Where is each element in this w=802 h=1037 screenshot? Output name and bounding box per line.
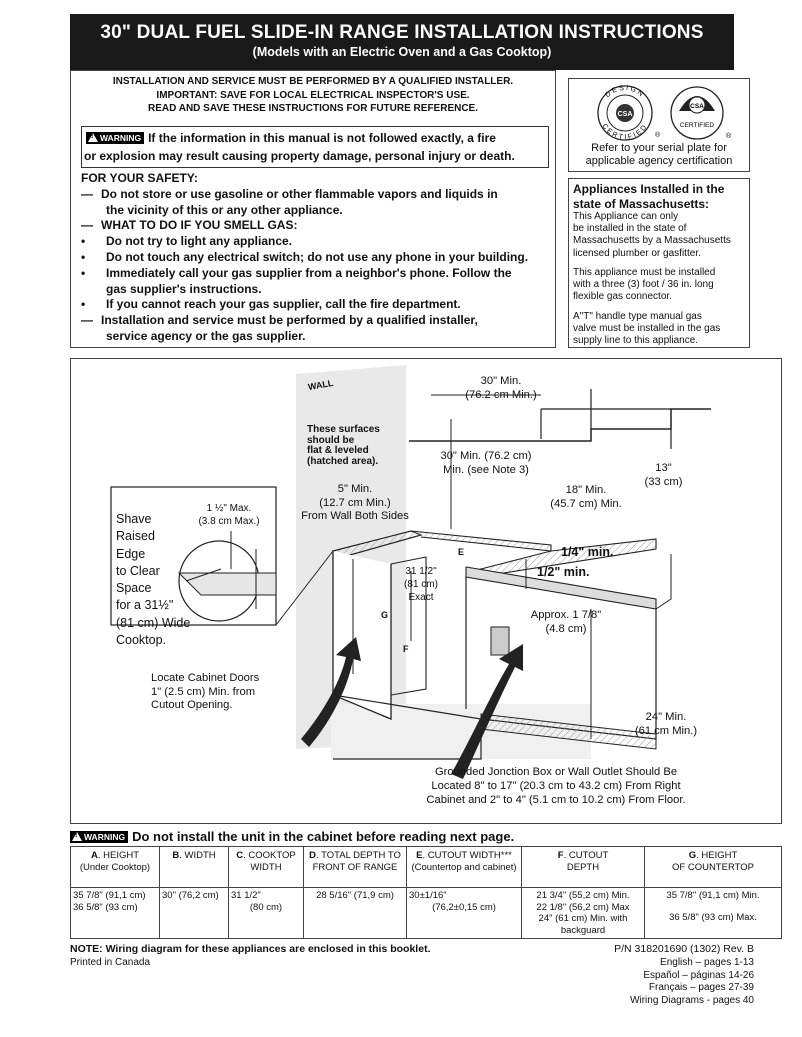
upper-cabinet-outline <box>409 408 711 442</box>
massachusetts-box: Appliances Installed in the state of Mas… <box>568 178 750 348</box>
certification-caption: Refer to your serial plate for applicabl… <box>585 142 733 167</box>
seal2-registered: ® <box>726 132 732 140</box>
safety-item: —Installation and service must be perfor… <box>81 313 478 328</box>
warning-tag: WARNING <box>86 132 145 144</box>
table-cell: 35 7/8" (91,1 cm) Min.36 5/8" (93 cm) Ma… <box>644 887 782 939</box>
seal2-text: CERTIFIED <box>680 122 714 129</box>
title-banner: 30" DUAL FUEL SLIDE-IN RANGE INSTALLATIO… <box>70 14 734 70</box>
certification-seals: DESIGN CERTIFIED CSA ® CSA CERTIFIED ® <box>597 85 732 141</box>
table-cell: 35 7/8" (91,1 cm)36 5/8" (93 cm) <box>70 887 160 939</box>
certification-box: DESIGN CERTIFIED CSA ® CSA CERTIFIED ® R… <box>568 78 750 172</box>
min-30-label: 30" Min.(76.2 cm Min.) <box>465 375 537 401</box>
safety-item: service agency or the gas supplier. <box>106 328 306 343</box>
seal2-center: CSA <box>690 103 704 110</box>
table-cell: 21 3/4" (55,2 cm) Min.22 1/8" (56,2 cm) … <box>521 887 645 939</box>
part-number: P/N 318201690 (1302) Rev. B <box>614 943 754 955</box>
table-header: E. CUTOUT WIDTH***(Countertop and cabine… <box>406 846 522 888</box>
safety-item: •Immediately call your gas supplier from… <box>81 265 512 280</box>
wiring-note: NOTE: Wiring diagram for these appliance… <box>70 943 431 955</box>
side-13-label: 13"(33 cm) <box>644 462 683 488</box>
safety-item: •If you cannot reach your gas supplier, … <box>81 297 461 312</box>
warning-line: or explosion may result causing property… <box>84 149 515 163</box>
half-min-label: 1/2" min. <box>537 565 590 579</box>
table-cell: 31 1/2"(80 cm) <box>228 887 304 939</box>
table-header-row: A. HEIGHT(Under Cooktop) B. WIDTH C. COO… <box>70 846 782 888</box>
arrow-icon <box>451 644 523 779</box>
safety-heading: FOR YOUR SAFETY: <box>81 171 198 185</box>
quarter-min-label: 1/4" min. <box>561 545 614 559</box>
exact-label: 31 1/2"(81 cm)Exact <box>404 566 438 603</box>
table-cell: 30±1/16"(76,2±0,15 cm) <box>406 887 522 939</box>
safety-item: •Do not touch any electrical switch; do … <box>81 249 529 264</box>
safety-instructions-box: INSTALLATION AND SERVICE MUST BE PERFORM… <box>70 70 556 348</box>
min-24-label: 24" Min.(61 cm Min.) <box>634 711 698 737</box>
table-header: B. WIDTH <box>159 846 229 888</box>
junction-box-label: Grounded Jonction Box or Wall Outlet Sho… <box>426 766 686 806</box>
design-certified-seal-icon: DESIGN CERTIFIED CSA ® <box>597 85 661 141</box>
min-18-label: 18" Min.(45.7 cm) Min. <box>550 484 622 510</box>
table-row: 35 7/8" (91,1 cm)36 5/8" (93 cm) 30" (76… <box>70 887 782 939</box>
page-title: 30" DUAL FUEL SLIDE-IN RANGE INSTALLATIO… <box>100 22 704 43</box>
seal1-center: CSA <box>618 111 633 118</box>
notice-line: INSTALLATION AND SERVICE MUST BE PERFORM… <box>112 76 514 87</box>
warning-triangle-icon <box>72 832 82 841</box>
safety-item: gas supplier's instructions. <box>106 281 262 296</box>
notice-line: READ AND SAVE THESE INSTRUCTIONS FOR FUT… <box>147 103 479 114</box>
warning-triangle-icon <box>88 133 98 142</box>
safety-item: —Do not store or use gasoline or other f… <box>81 186 498 201</box>
arrow-icon <box>301 637 361 747</box>
min-5-label: 5" Min.(12.7 cm Min.)From Wall Both Side… <box>301 483 409 522</box>
table-cell: 28 5/16" (71,9 cm) <box>303 887 407 939</box>
outlet-box <box>490 626 510 656</box>
safety-item: the vicinity of this or any other applia… <box>106 202 343 217</box>
dimension-g-label: G <box>381 610 389 620</box>
safety-list: FOR YOUR SAFETY: —Do not store or use ga… <box>81 171 556 345</box>
installer-notice: INSTALLATION AND SERVICE MUST BE PERFORM… <box>71 75 555 116</box>
note-3-label: 30" Min. (76.2 cm)Min. (see Note 3) <box>440 450 532 476</box>
dimensions-table: A. HEIGHT(Under Cooktop) B. WIDTH C. COO… <box>70 846 782 939</box>
printed-in: Printed in Canada <box>70 957 151 968</box>
safety-item: —WHAT TO DO IF YOU SMELL GAS: <box>81 218 298 233</box>
dimension-e-label: E <box>458 547 465 557</box>
page-subtitle: (Models with an Electric Oven and a Gas … <box>252 45 552 59</box>
seal1-registered: ® <box>655 131 661 139</box>
notice-line: IMPORTANT: SAVE FOR LOCAL ELECTRICAL INS… <box>156 89 470 101</box>
max-1-5-label: 1 ½" Max.(3.8 cm Max.) <box>198 503 260 527</box>
table-cell: 30" (76,2 cm) <box>159 887 229 939</box>
certified-seal-icon: CSA CERTIFIED ® <box>670 86 732 140</box>
approx-label: Approx. 1 7/8"(4.8 cm) <box>530 609 602 635</box>
cabinet-drawing <box>110 365 711 779</box>
table-header: A. HEIGHT(Under Cooktop) <box>70 846 160 888</box>
warning-tag: WARNING <box>70 831 129 843</box>
dimension-f-label: F <box>403 644 409 654</box>
safety-item: •Do not try to light any appliance. <box>81 234 293 249</box>
massachusetts-title: Appliances Installed in the state of Mas… <box>573 182 725 211</box>
